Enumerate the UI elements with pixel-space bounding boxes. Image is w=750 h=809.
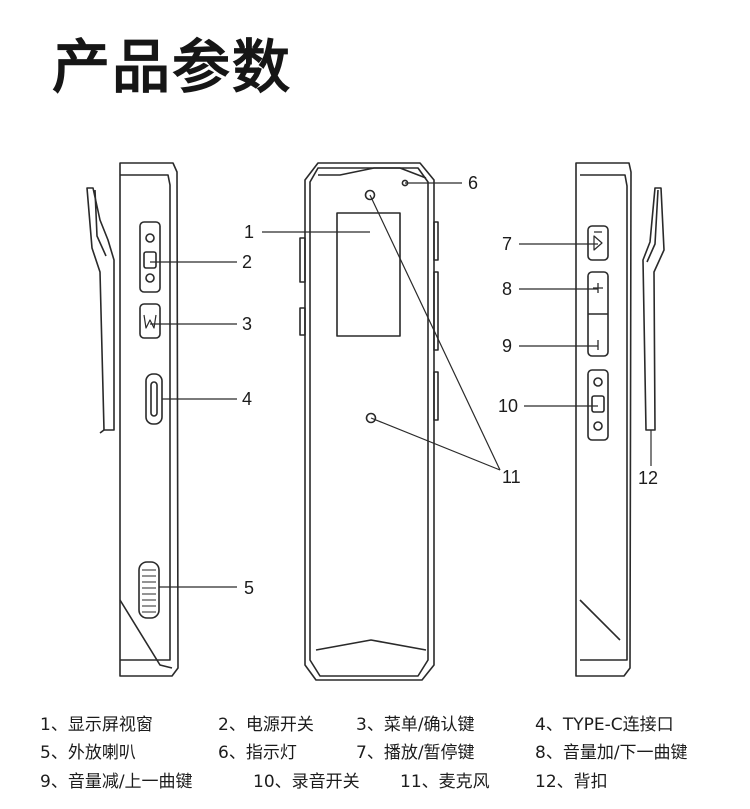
right-device-body [575,162,632,677]
legend-item: 10、录音开关 [253,772,360,792]
legend-item: 9、音量减/上一曲键 [40,772,193,792]
callout-7: 7 [502,234,513,254]
callout-10: 10 [498,396,519,416]
callout-1: 1 [244,222,255,242]
speaker-grill [138,561,160,619]
front-view [299,162,439,681]
callout-8: 8 [502,279,513,299]
callout-6: 6 [468,173,479,193]
front-device-body [304,162,435,681]
callout-11: 11 [502,467,521,487]
callout-9: 9 [502,336,513,356]
page-title: 产品参数 [52,33,293,101]
legend-item: 4、TYPE-C连接口 [535,715,674,735]
record-switch [587,369,609,441]
leader-lines [150,182,652,588]
callout-12: 12 [638,468,659,488]
play-pause-key [587,225,609,261]
left-back-clip [86,187,115,431]
legend-item: 5、外放喇叭 [40,743,136,763]
left-device-inner [120,174,171,661]
callout-5: 5 [244,578,255,598]
callout-4: 4 [242,389,253,409]
legend-item: 6、指示灯 [218,743,297,763]
callout-3: 3 [242,314,253,334]
mic-middle [365,412,377,424]
right-back-clip [642,187,665,431]
callout-2: 2 [242,252,253,272]
left-side-view [86,162,179,677]
menu-key [139,303,161,339]
legend-item: 7、播放/暂停键 [356,743,475,763]
display-window [336,212,401,337]
legend-item: 11、麦克风 [400,772,490,792]
legend-item: 8、音量加/下一曲键 [535,743,688,763]
power-switch [139,221,161,293]
legend-item: 2、电源开关 [218,715,314,735]
product-diagram [86,162,665,681]
legend-item: 1、显示屏视窗 [40,715,153,735]
right-side-view [575,162,665,677]
left-device-body [119,162,179,677]
mic-top [364,189,376,201]
legend-item: 3、菜单/确认键 [356,715,475,735]
left-clip-tail [99,429,105,434]
legend-item: 12、背扣 [535,772,608,792]
